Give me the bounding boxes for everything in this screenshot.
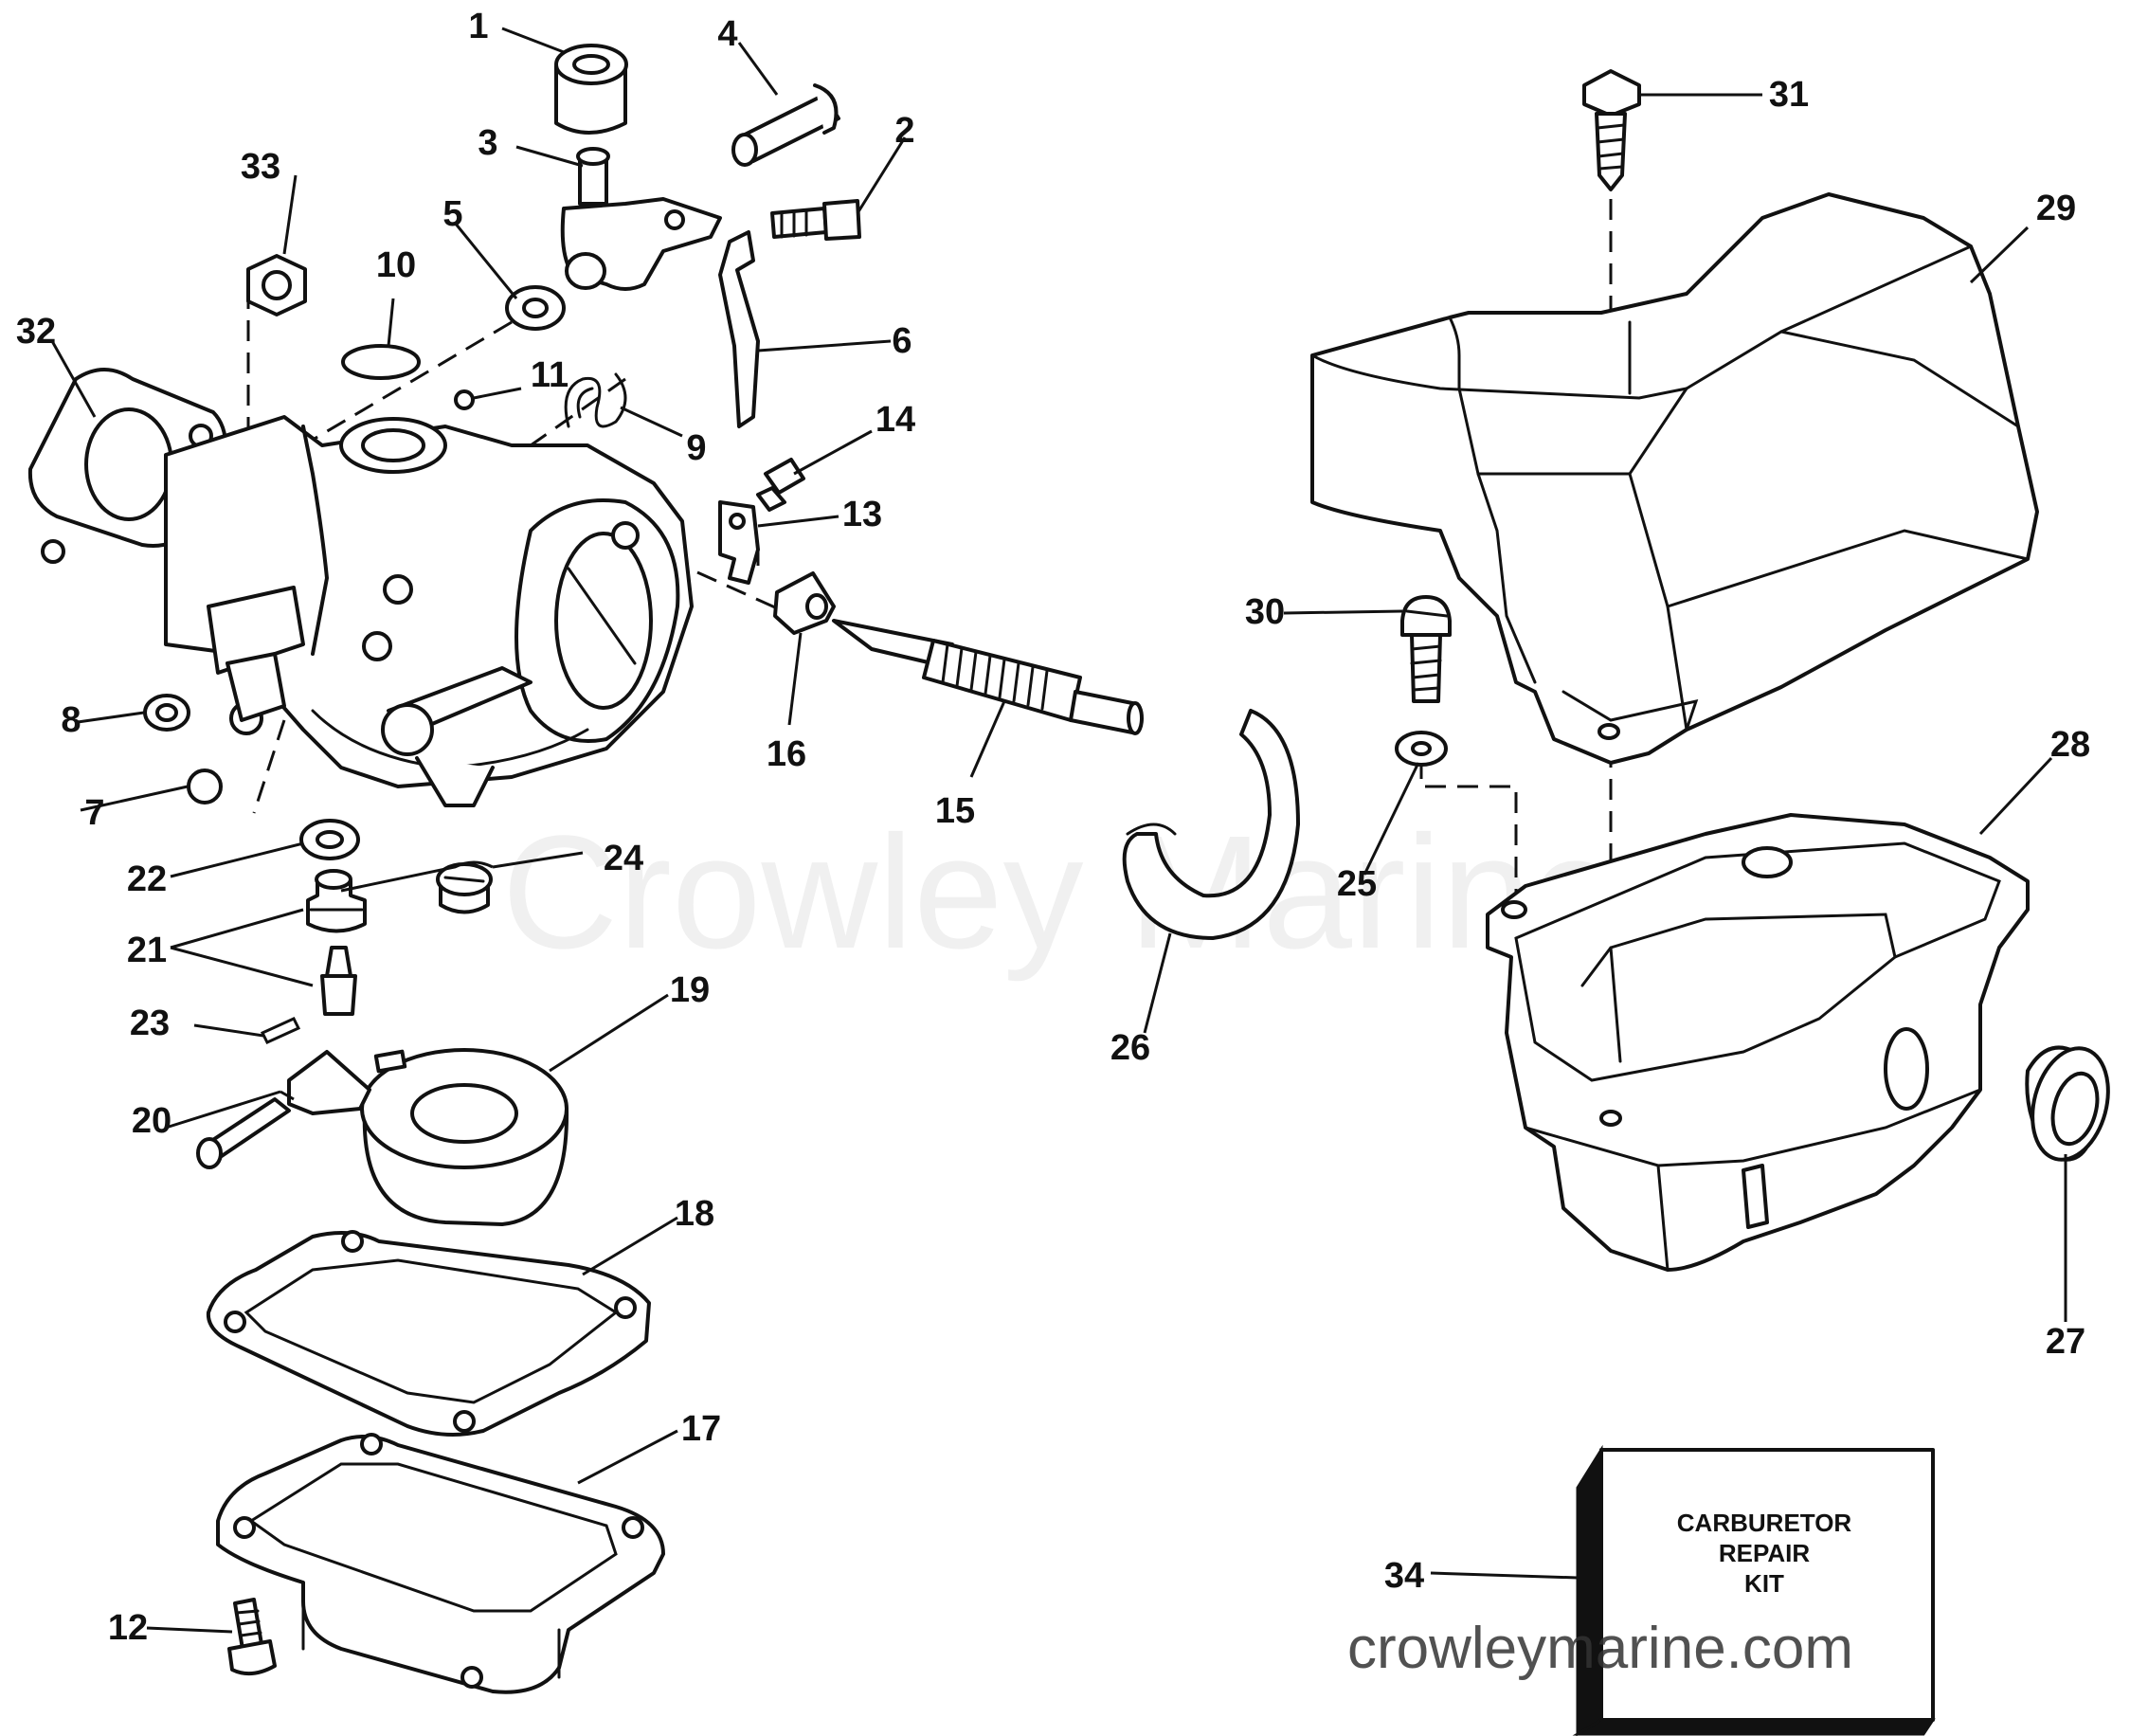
callout-7: 7 [84, 793, 104, 833]
part-28-silencer-base [1486, 813, 2030, 1272]
part-25-washer [1395, 731, 1448, 767]
part-21-needle-and-seat [306, 869, 367, 1016]
callout-5: 5 [442, 194, 462, 234]
part-7-ball [187, 769, 223, 805]
carburetor-body [164, 415, 694, 807]
callout-28: 28 [2050, 725, 2090, 765]
callout-10: 10 [376, 245, 416, 285]
part-34-repair-kit-box: CARBURETOR REPAIR KIT [1572, 1444, 1936, 1736]
callout-15: 15 [935, 791, 975, 831]
part-33-nut [246, 254, 307, 316]
part-10-plug [341, 344, 421, 380]
callout-19: 19 [670, 970, 710, 1010]
callout-22: 22 [127, 859, 167, 899]
part-4-pivot-screw [731, 83, 840, 167]
part-23-clip [260, 1017, 301, 1044]
callout-27: 27 [2046, 1322, 2085, 1362]
part-19-float [287, 1048, 569, 1226]
callout-numbers: 1 2 3 4 5 6 7 8 9 10 11 12 13 14 15 16 1… [16, 7, 2090, 1648]
part-29-silencer-cover [1310, 192, 2039, 765]
callout-32: 32 [16, 312, 56, 352]
callout-3: 3 [478, 123, 497, 163]
callout-6: 6 [892, 321, 912, 361]
callout-34: 34 [1384, 1556, 1424, 1596]
callout-1: 1 [468, 7, 488, 46]
part-6-link [718, 230, 760, 428]
part-22-washer [299, 819, 360, 860]
corner-watermark: crowleymarine.com [1347, 1616, 1853, 1681]
part-12-screw [227, 1598, 277, 1676]
part-17-float-bowl [216, 1433, 665, 1694]
part-26-u-seal [1122, 709, 1300, 940]
callout-2: 2 [894, 111, 914, 151]
callout-25: 25 [1337, 864, 1377, 904]
part-20-pin [196, 1097, 291, 1169]
part-11-ball [454, 389, 475, 410]
part-15-needle-valve [832, 619, 1144, 735]
part-16-bushing [773, 571, 836, 635]
kit-label-line-3: KIT [1744, 1569, 1784, 1598]
part-27-grommet [2025, 1045, 2110, 1162]
callout-33: 33 [241, 147, 280, 187]
callout-4: 4 [717, 14, 737, 54]
part-1-cap [554, 44, 628, 135]
callout-17: 17 [681, 1409, 721, 1449]
part-30-screw [1400, 595, 1452, 703]
center-watermark: Crowley Marine [502, 803, 1621, 983]
part-13-clip [718, 500, 760, 585]
callout-12: 12 [108, 1608, 148, 1648]
callout-9: 9 [686, 428, 706, 468]
callout-11: 11 [531, 355, 569, 395]
callout-20: 20 [132, 1101, 171, 1141]
callout-16: 16 [767, 734, 806, 774]
part-3-throttle-lever [560, 147, 722, 291]
callout-13: 13 [842, 495, 882, 534]
callout-29: 29 [2036, 189, 2076, 228]
part-24-plug-screw [436, 862, 493, 914]
callout-23: 23 [130, 1004, 170, 1043]
callout-8: 8 [61, 700, 81, 740]
part-14-screw [756, 458, 805, 512]
kit-label-line-1: CARBURETOR [1677, 1509, 1852, 1537]
callout-24: 24 [604, 839, 643, 878]
part-31-bolt [1582, 69, 1641, 191]
leader-lines [50, 27, 2067, 1634]
callout-21: 21 [127, 931, 167, 970]
kit-label-line-2: REPAIR [1719, 1539, 1811, 1567]
part-2-screw [770, 199, 861, 241]
part-18-bowl-gasket [206, 1230, 651, 1437]
part-5-washer [505, 285, 566, 331]
callout-26: 26 [1110, 1028, 1150, 1068]
callout-14: 14 [875, 400, 915, 440]
callout-31: 31 [1769, 75, 1809, 115]
part-8-o-ring [143, 694, 190, 732]
callout-30: 30 [1245, 592, 1285, 632]
callout-18: 18 [675, 1194, 714, 1234]
